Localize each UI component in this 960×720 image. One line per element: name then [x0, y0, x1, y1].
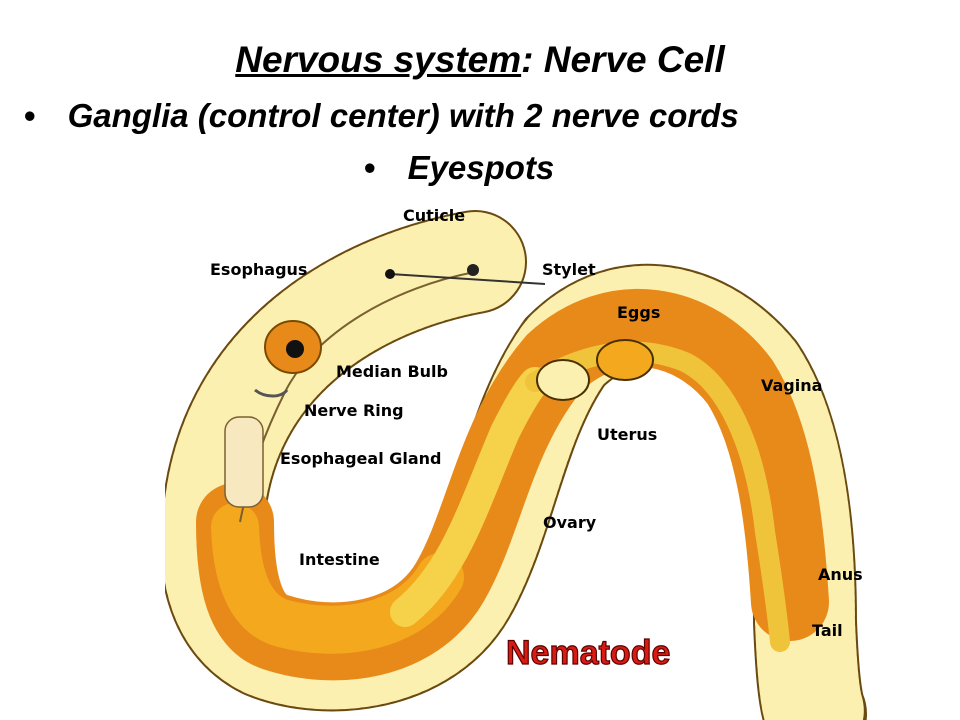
- caption-nematode: Nematode: [506, 634, 670, 672]
- label-uterus: Uterus: [597, 425, 657, 444]
- label-vagina: Vagina: [761, 376, 822, 395]
- label-anus: Anus: [818, 565, 863, 584]
- bullet-text-eyespots: Eyespots: [407, 149, 555, 186]
- label-ovary: Ovary: [543, 513, 597, 532]
- bullet-eyespots: • Eyespots: [364, 148, 554, 188]
- label-median-bulb: Median Bulb: [336, 362, 448, 381]
- label-tail: Tail: [812, 621, 843, 640]
- median-bulb-center: [286, 340, 304, 358]
- nerve-ring: [254, 388, 289, 398]
- bullet-ganglia: • Ganglia (control center) with 2 nerve c…: [24, 96, 739, 136]
- slide-title: Nervous system: Nerve Cell: [0, 38, 960, 82]
- title-underlined: Nervous system: [235, 39, 522, 80]
- stylet-knob: [385, 269, 395, 279]
- label-cuticle: Cuticle: [403, 206, 465, 225]
- label-intestine: Intestine: [299, 550, 380, 569]
- label-nerve-ring: Nerve Ring: [304, 401, 404, 420]
- bullet-dot: •: [24, 97, 36, 134]
- esophageal-gland: [224, 416, 264, 508]
- title-rest: : Nerve Cell: [521, 39, 725, 80]
- ovary: [390, 367, 550, 627]
- label-stylet: Stylet: [542, 260, 596, 279]
- nematode-diagram: Cuticle Esophagus Stylet Eggs Median Bul…: [165, 202, 877, 720]
- head-tip: [467, 264, 479, 276]
- egg-1: [536, 359, 590, 401]
- stylet: [389, 273, 546, 285]
- bullet-dot: •: [364, 149, 376, 186]
- label-eggs: Eggs: [617, 303, 660, 322]
- label-esophagus: Esophagus: [210, 260, 307, 279]
- egg-2: [596, 339, 654, 381]
- bullet-text-ganglia: Ganglia (control center) with 2 nerve co…: [67, 97, 739, 134]
- label-esophageal-gland: Esophageal Gland: [280, 449, 442, 468]
